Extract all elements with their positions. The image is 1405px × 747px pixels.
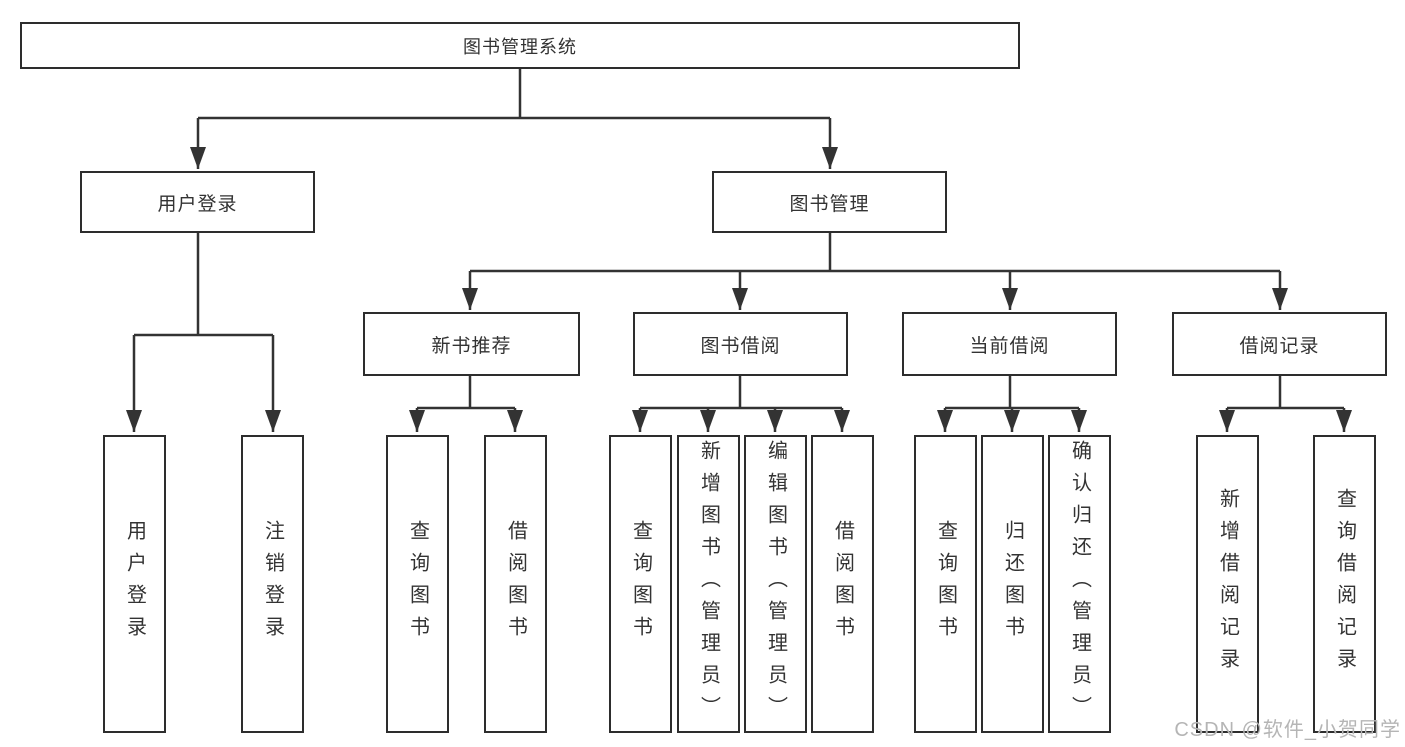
node-user-login: 用户登录 (80, 171, 315, 233)
node-label: 编辑图书（管理员） (764, 440, 787, 728)
node-label: 图书管理系统 (463, 36, 577, 57)
node-label: 新增图书（管理员） (697, 440, 720, 728)
node-leaf-return-books: 归还图书 (981, 435, 1044, 733)
node-leaf-borrow-books: 借阅图书 (811, 435, 874, 733)
node-leaf-edit-books-admin: 编辑图书（管理员） (744, 435, 807, 733)
node-label: 借阅记录 (1239, 335, 1320, 357)
node-label: 注销登录 (261, 520, 284, 648)
node-leaf-confirm-return-admin: 确认归还（管理员） (1048, 435, 1111, 733)
node-label: 确认归还（管理员） (1068, 440, 1091, 728)
node-leaf-query-books-borrow: 查询图书 (609, 435, 672, 733)
node-leaf-query-borrow-record: 查询借阅记录 (1313, 435, 1376, 733)
node-leaf-query-books-current: 查询图书 (914, 435, 977, 733)
node-label: 新书推荐 (431, 335, 512, 357)
node-leaf-user-login: 用户登录 (103, 435, 166, 733)
node-new-book-recommendation: 新书推荐 (363, 312, 580, 376)
node-current-borrowing: 当前借阅 (902, 312, 1117, 376)
node-label: 借阅图书 (831, 520, 854, 648)
node-label: 查询借阅记录 (1333, 488, 1356, 680)
node-label: 查询图书 (406, 520, 429, 648)
node-label: 用户登录 (157, 193, 238, 215)
node-label: 用户登录 (123, 520, 146, 648)
node-book-borrowing: 图书借阅 (633, 312, 848, 376)
node-label: 归还图书 (1001, 520, 1024, 648)
node-leaf-add-borrow-record: 新增借阅记录 (1196, 435, 1259, 733)
node-book-management: 图书管理 (712, 171, 947, 233)
node-library-management-system: 图书管理系统 (20, 22, 1020, 69)
node-label: 借阅图书 (504, 520, 527, 648)
node-leaf-add-books-admin: 新增图书（管理员） (677, 435, 740, 733)
node-label: 查询图书 (934, 520, 957, 648)
node-leaf-borrow-books-recommend: 借阅图书 (484, 435, 547, 733)
node-label: 图书管理 (789, 193, 870, 215)
node-label: 当前借阅 (969, 335, 1050, 357)
node-label: 新增借阅记录 (1216, 488, 1239, 680)
node-label: 查询图书 (629, 520, 652, 648)
node-label: 图书借阅 (700, 335, 781, 357)
node-leaf-query-books-recommend: 查询图书 (386, 435, 449, 733)
watermark: CSDN @软件_小贺同学 (1174, 719, 1401, 741)
node-leaf-logout: 注销登录 (241, 435, 304, 733)
node-borrowing-records: 借阅记录 (1172, 312, 1387, 376)
